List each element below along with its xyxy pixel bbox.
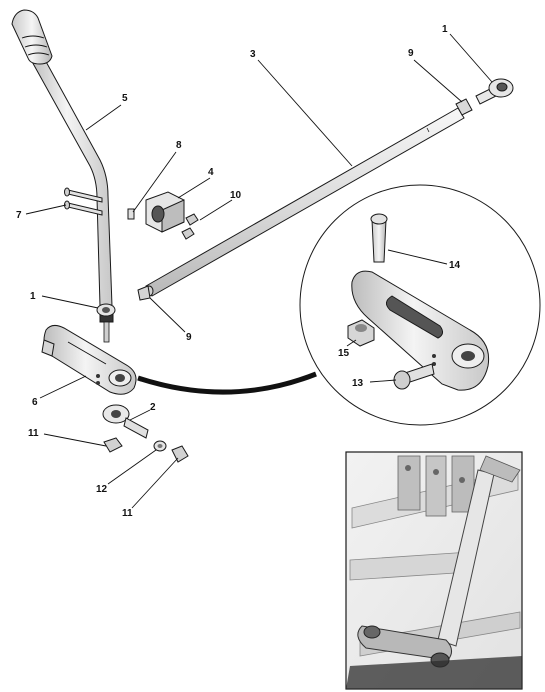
- callout-14: 14: [449, 260, 461, 271]
- callout-11-bottom: 11: [122, 508, 133, 519]
- selector-arm: [41, 324, 137, 395]
- shift-lever: [11, 9, 115, 343]
- callout-labels: 1 1 2 3 4 5 6 7 8 9 9 10 11 11 12 13 14 …: [16, 24, 461, 519]
- callout-13: 13: [352, 378, 364, 389]
- callout-9-lower: 9: [186, 332, 192, 343]
- callout-9-upper: 9: [408, 48, 414, 59]
- callout-8: 8: [176, 140, 182, 151]
- callout-10: 10: [230, 190, 242, 201]
- callout-3: 3: [250, 49, 256, 60]
- callout-4: 4: [208, 167, 214, 178]
- callout-1-upper: 1: [442, 24, 448, 35]
- callout-15: 15: [338, 348, 350, 359]
- leader-lines: [25, 33, 493, 509]
- callout-6: 6: [32, 397, 38, 408]
- installation-photo: [345, 451, 523, 690]
- callout-12: 12: [96, 484, 108, 495]
- detail-view: [137, 184, 541, 426]
- rod-end-upper: [455, 78, 514, 116]
- callout-2: 2: [150, 402, 156, 413]
- callout-5: 5: [122, 93, 128, 104]
- bolts: [64, 187, 103, 216]
- rod-end-bottom: [102, 404, 189, 463]
- clamp-block: [127, 191, 199, 240]
- callout-1-lower: 1: [30, 291, 36, 302]
- callout-7: 7: [16, 210, 22, 221]
- callout-11-left: 11: [28, 428, 39, 439]
